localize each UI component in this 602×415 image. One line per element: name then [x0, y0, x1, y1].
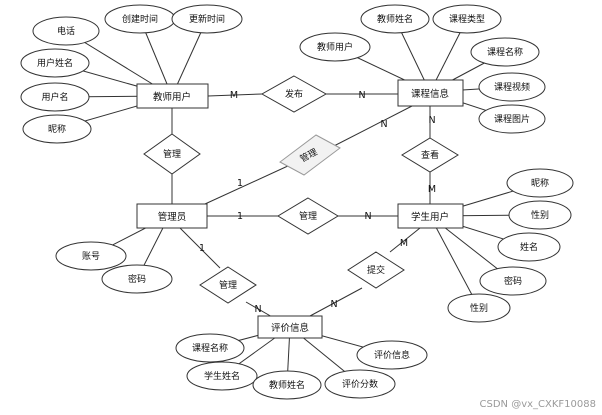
- card-teacher-publish: M: [230, 90, 238, 101]
- attr-course-teachername-label: 教师姓名: [377, 13, 413, 25]
- edge-managereview-review: [245, 301, 275, 319]
- card-submit-review: N: [330, 299, 337, 310]
- card-admin-review: 1: [199, 243, 205, 254]
- relation-manage-review-label: 管理: [219, 279, 237, 291]
- relation-submit: 提交: [347, 251, 405, 289]
- card-course-view: N: [428, 115, 435, 126]
- attr-admin-account-label: 账号: [82, 251, 100, 262]
- edge-teacher-publish: [207, 93, 263, 97]
- attr-course-image: 课程图片: [478, 104, 546, 134]
- relation-manage-student-label: 管理: [299, 210, 317, 222]
- edge-admin-managereview: [179, 227, 221, 269]
- attr-teacher-updated: 更新时间: [171, 4, 243, 34]
- edge-submit-review: [309, 287, 363, 317]
- attr-review-coursename-label: 课程名称: [192, 342, 228, 354]
- attr-teacher-fullname-label: 用户姓名: [37, 57, 73, 69]
- edge-admin-managecourse: [204, 164, 291, 205]
- edge-student-gender2: [429, 215, 480, 309]
- attr-review-teachername-label: 教师姓名: [269, 379, 305, 391]
- attr-student-gender: 性别: [508, 200, 572, 230]
- relation-view-label: 查看: [421, 149, 439, 161]
- entity-course-label: 课程信息: [411, 88, 449, 100]
- relation-submit-label: 提交: [367, 264, 385, 276]
- attr-admin-password-label: 密码: [128, 273, 146, 285]
- attr-course-teacheruser: 教师用户: [299, 32, 371, 62]
- card-publish-course: N: [358, 90, 365, 101]
- attr-teacher-phone-label: 电话: [57, 25, 75, 37]
- attr-teacher-updated-label: 更新时间: [189, 13, 225, 25]
- attr-student-gender2-label: 性别: [470, 302, 488, 314]
- relation-manage-student: 管理: [277, 197, 339, 235]
- attr-review-score-label: 评价分数: [342, 378, 378, 390]
- attr-teacher-username: 用户名: [20, 82, 90, 112]
- attr-review-studentname-label: 学生姓名: [204, 370, 240, 382]
- entity-teacher: 教师用户: [136, 83, 209, 109]
- attr-course-name-label: 课程名称: [487, 46, 523, 58]
- attr-student-password-label: 密码: [504, 275, 522, 287]
- attr-course-type: 课程类型: [432, 4, 502, 34]
- attr-course-image-label: 课程图片: [494, 113, 530, 125]
- attr-review-teachername: 教师姓名: [252, 370, 322, 400]
- entity-student: 学生用户: [397, 203, 464, 229]
- relation-manage-course: 管理: [279, 134, 341, 176]
- entity-review: 评价信息: [257, 315, 323, 339]
- card-student-submit: M: [400, 238, 408, 249]
- attr-student-name: 姓名: [497, 232, 561, 262]
- attr-teacher-fullname: 用户姓名: [20, 48, 90, 78]
- attr-teacher-nickname-label: 昵称: [48, 123, 66, 135]
- card-view-student: M: [428, 184, 436, 195]
- entity-admin: 管理员: [136, 203, 208, 229]
- attr-student-gender2: 性别: [447, 293, 511, 323]
- relation-view: 查看: [401, 137, 459, 173]
- attr-teacher-created: 创建时间: [104, 4, 176, 34]
- attr-student-password: 密码: [479, 266, 547, 296]
- attr-review-score: 评价分数: [324, 369, 396, 399]
- entity-course: 课程信息: [397, 79, 464, 107]
- attr-review-content-label: 评价信息: [374, 349, 410, 361]
- entity-teacher-label: 教师用户: [153, 91, 191, 103]
- attr-student-name-label: 姓名: [520, 241, 538, 253]
- edge-managecourse-course: [329, 105, 413, 149]
- relation-publish: 发布: [260, 75, 328, 113]
- card-managereview-review: N: [254, 304, 261, 315]
- entity-student-label: 学生用户: [411, 211, 449, 223]
- attr-teacher-username-label: 用户名: [41, 91, 68, 103]
- attr-student-nickname: 昵称: [506, 168, 574, 198]
- edge-student-submit: [389, 227, 421, 253]
- attr-teacher-phone: 电话: [32, 16, 100, 46]
- attr-teacher-created-label: 创建时间: [122, 13, 158, 25]
- relation-manage-teacher-label: 管理: [163, 148, 181, 160]
- attr-teacher-nickname: 昵称: [22, 114, 92, 144]
- attr-admin-password: 密码: [101, 264, 173, 294]
- attr-student-gender-label: 性别: [531, 209, 549, 221]
- relation-publish-label: 发布: [285, 88, 303, 100]
- attr-review-content: 评价信息: [356, 340, 428, 370]
- attr-student-nickname-label: 昵称: [531, 177, 549, 189]
- card-admin-student: 1: [237, 211, 243, 222]
- entity-review-label: 评价信息: [271, 322, 309, 334]
- attr-review-studentname: 学生姓名: [186, 361, 258, 391]
- attr-review-coursename: 课程名称: [175, 333, 245, 363]
- attr-course-teachername: 教师姓名: [360, 4, 430, 34]
- entity-admin-label: 管理员: [158, 211, 187, 223]
- card-managecourse-course: N: [380, 119, 387, 130]
- cardinalities: M N 1 N N M 1 N 1 N M N: [199, 90, 436, 315]
- relation-manage-teacher: 管理: [143, 133, 201, 175]
- attr-course-teacheruser-label: 教师用户: [317, 41, 353, 53]
- attr-course-video: 课程视频: [478, 72, 546, 102]
- card-admin-course: 1: [237, 178, 243, 189]
- attr-course-video-label: 课程视频: [494, 81, 530, 93]
- attr-course-name: 课程名称: [470, 37, 540, 67]
- attr-admin-account: 账号: [55, 241, 127, 271]
- watermark: CSDN @vx_CXKF10088: [480, 399, 596, 410]
- card-managestudent-student: N: [364, 211, 371, 222]
- relation-manage-review: 管理: [199, 266, 257, 304]
- attr-course-type-label: 课程类型: [449, 13, 485, 25]
